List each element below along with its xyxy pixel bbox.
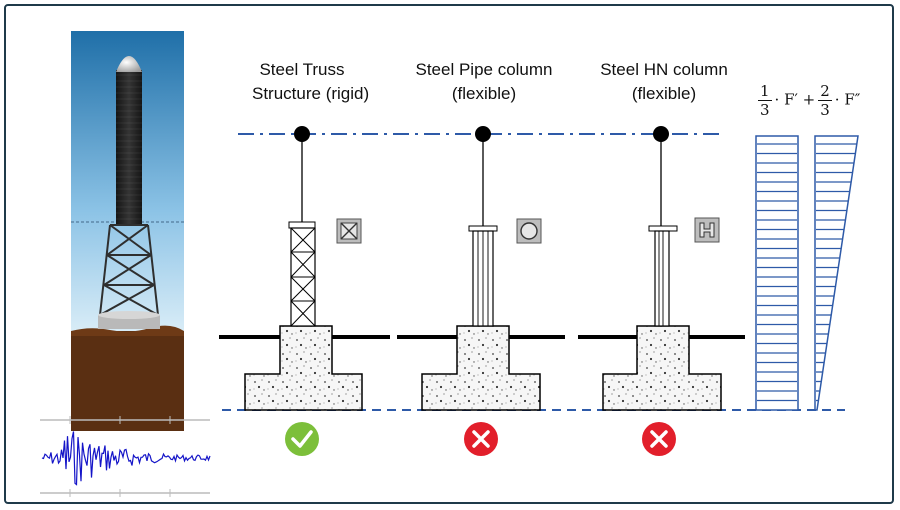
check-icon <box>285 422 319 456</box>
diagram-frame <box>4 4 894 504</box>
cross-icon <box>464 422 498 456</box>
pipe-column-model <box>421 126 541 411</box>
square-x-section-icon <box>336 218 362 244</box>
circle-section-icon <box>516 218 542 244</box>
tower-photo <box>71 31 184 431</box>
cross-icon <box>642 422 676 456</box>
truss-structure-model <box>244 126 363 411</box>
column-title-truss: Steel Truss Structure (rigid) <box>252 60 370 103</box>
column-title-pipe: Steel Pipe column (flexible) <box>415 60 553 103</box>
seismograph-icon <box>40 416 211 497</box>
uniform-load-diagram <box>755 135 799 411</box>
triangular-load-diagram <box>814 135 859 411</box>
hn-column-model <box>602 126 722 411</box>
column-title-hn: Steel HN column (flexible) <box>600 60 728 103</box>
h-section-icon <box>694 217 720 243</box>
